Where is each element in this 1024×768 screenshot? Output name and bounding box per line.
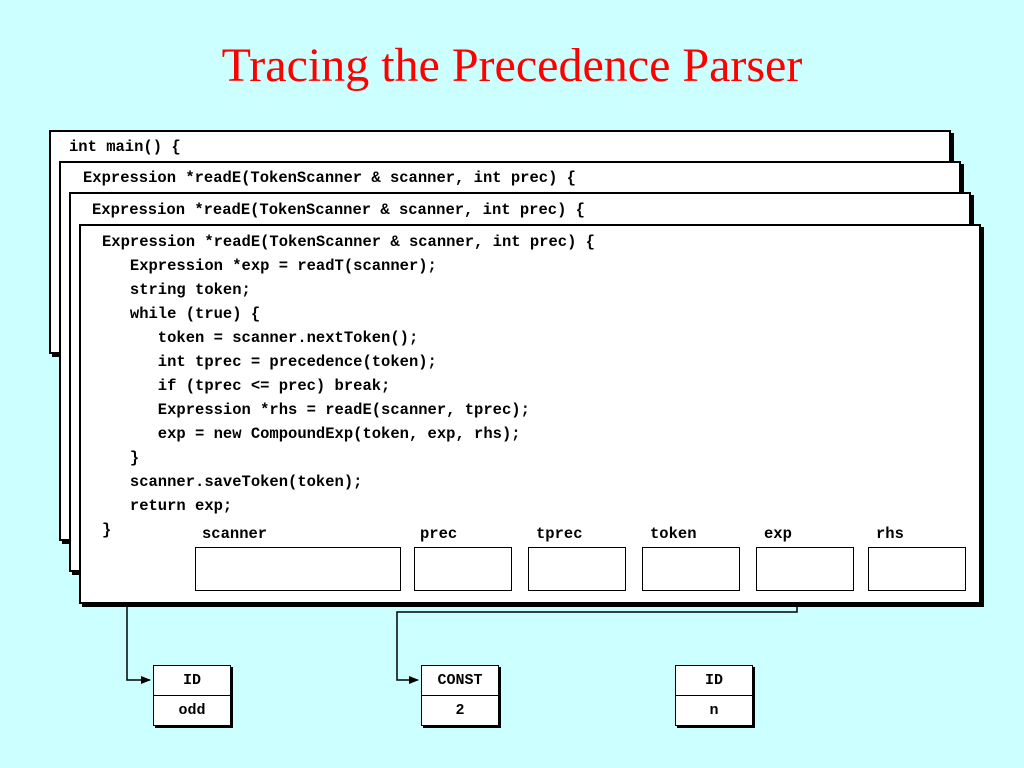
var-label-prec: prec	[420, 525, 458, 543]
node-id-n: ID n	[675, 665, 753, 726]
readE-frame-2-header: Expression *readE(TokenScanner & scanner…	[92, 201, 585, 219]
var-box-scanner	[195, 547, 401, 591]
code-line: token = scanner.nextToken();	[102, 329, 419, 347]
node-const-2: CONST 2	[421, 665, 499, 726]
var-label-rhs: rhs	[876, 525, 904, 543]
node-type: ID	[154, 666, 230, 696]
code-line: Expression *exp = readT(scanner);	[102, 257, 437, 275]
node-value: n	[709, 702, 719, 719]
readE-code: Expression *readE(TokenScanner & scanner…	[102, 230, 595, 542]
arrow-to-const-2	[396, 600, 798, 684]
code-line: Expression *readE(TokenScanner & scanner…	[102, 233, 595, 251]
var-label-token: token	[650, 525, 697, 543]
code-line: string token;	[102, 281, 251, 299]
var-label-exp: exp	[764, 525, 792, 543]
node-type: CONST	[422, 666, 498, 696]
var-box-exp	[756, 547, 854, 591]
node-value: odd	[178, 702, 206, 719]
arrow-to-id-odd	[126, 600, 151, 684]
readE-current-frame: Expression *readE(TokenScanner & scanner…	[79, 224, 981, 604]
var-label-scanner: scanner	[202, 525, 268, 543]
code-line: Expression *rhs = readE(scanner, tprec);	[102, 401, 530, 419]
var-label-tprec: tprec	[536, 525, 583, 543]
code-line: return exp;	[102, 497, 233, 515]
code-line: }	[102, 449, 140, 467]
code-line: scanner.saveToken(token);	[102, 473, 363, 491]
var-box-token	[642, 547, 740, 591]
node-id-odd: ID odd	[153, 665, 231, 726]
var-box-tprec	[528, 547, 626, 591]
code-line: if (tprec <= prec) break;	[102, 377, 391, 395]
main-frame-header: int main() {	[69, 138, 181, 156]
node-value: 2	[455, 702, 465, 719]
var-box-rhs	[868, 547, 966, 591]
var-box-prec	[414, 547, 512, 591]
code-line: }	[102, 521, 112, 539]
code-line: while (true) {	[102, 305, 261, 323]
node-type: ID	[676, 666, 752, 696]
readE-frame-1-header: Expression *readE(TokenScanner & scanner…	[83, 169, 576, 187]
code-line: exp = new CompoundExp(token, exp, rhs);	[102, 425, 521, 443]
slide-title: Tracing the Precedence Parser	[221, 39, 803, 92]
code-line: int tprec = precedence(token);	[102, 353, 437, 371]
